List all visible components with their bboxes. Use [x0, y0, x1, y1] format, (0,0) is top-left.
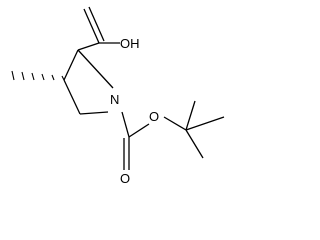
ring-bond-c2-c3: [63, 49, 79, 81]
bond-tbutyl-methyl-1: [185, 100, 196, 131]
bond-carboxyl-c-o-double-b: [88, 6, 105, 42]
methyl-hashed-bond: [11, 70, 65, 81]
nitrogen-label: N: [110, 92, 119, 107]
carbonyl-oxygen-label: O: [120, 171, 130, 186]
ring-bond-c3-c4: [63, 79, 81, 115]
bond-carboxyl-c-o-double-a: [83, 8, 100, 44]
bond-tbutyl-methyl-2: [185, 116, 225, 131]
ring-bond-c4-n: [79, 111, 109, 115]
bond-carbamate-c-o-ester: [128, 123, 150, 138]
ring-bond-n-c2: [77, 49, 114, 89]
chemical-structure-diagram: OH N O O: [11, 6, 225, 186]
bond-tbutyl-methyl-3: [185, 129, 204, 159]
bond-o-tert-carbon: [163, 116, 187, 131]
bond-c2-carboxyl-carbon: [77, 42, 100, 51]
bond-n-carbamate-carbon: [121, 111, 130, 138]
hydroxyl-label: OH: [120, 36, 140, 51]
ester-oxygen-label: O: [149, 109, 159, 124]
